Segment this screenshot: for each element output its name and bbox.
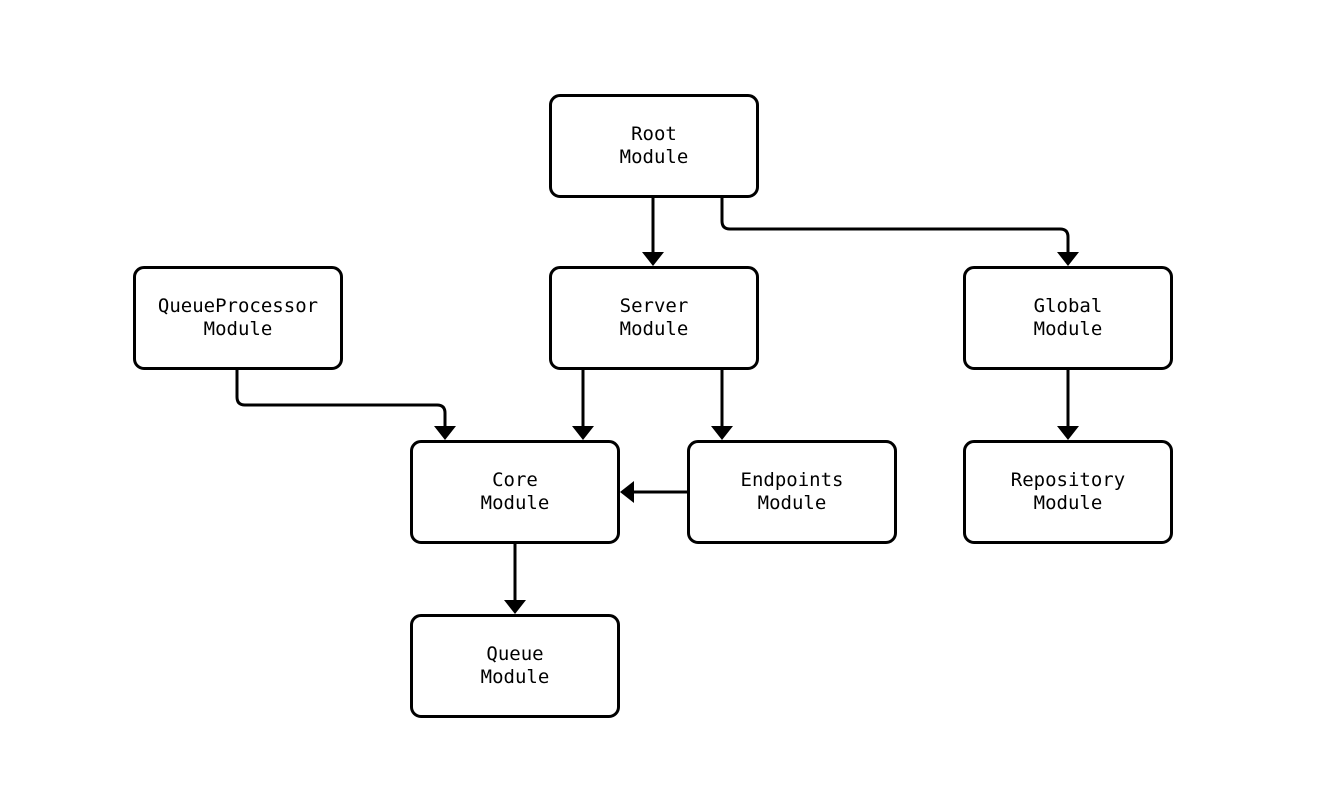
edge-core-to-queue [504, 544, 526, 614]
node-server-module[interactable]: Server Module [549, 266, 759, 370]
edge-root-to-global [720, 198, 1079, 266]
node-server-module-label: Server Module [619, 295, 689, 340]
node-repository-module-label: Repository Module [1010, 469, 1126, 514]
node-root-module[interactable]: Root Module [549, 94, 759, 198]
node-core-module-label: Core Module [480, 469, 550, 514]
edge-server-to-core [572, 370, 594, 440]
node-global-module-label: Global Module [1033, 295, 1103, 340]
node-endpoints-module-label: Endpoints Module [740, 469, 844, 514]
node-queue-module-label: Queue Module [480, 643, 550, 688]
node-global-module[interactable]: Global Module [963, 266, 1173, 370]
edge-server-to-endpoints [711, 370, 733, 440]
node-core-module[interactable]: Core Module [410, 440, 620, 544]
edge-endpoints-to-core [620, 481, 687, 503]
node-queue-module[interactable]: Queue Module [410, 614, 620, 718]
node-root-module-label: Root Module [619, 123, 689, 168]
node-repository-module[interactable]: Repository Module [963, 440, 1173, 544]
edge-queueprocessor-to-core [235, 370, 456, 440]
node-queueprocessor-module-label: QueueProcessor Module [157, 295, 319, 340]
edge-global-to-repository [1057, 370, 1079, 440]
node-endpoints-module[interactable]: Endpoints Module [687, 440, 897, 544]
edge-root-to-server [642, 198, 664, 266]
node-queueprocessor-module[interactable]: QueueProcessor Module [133, 266, 343, 370]
